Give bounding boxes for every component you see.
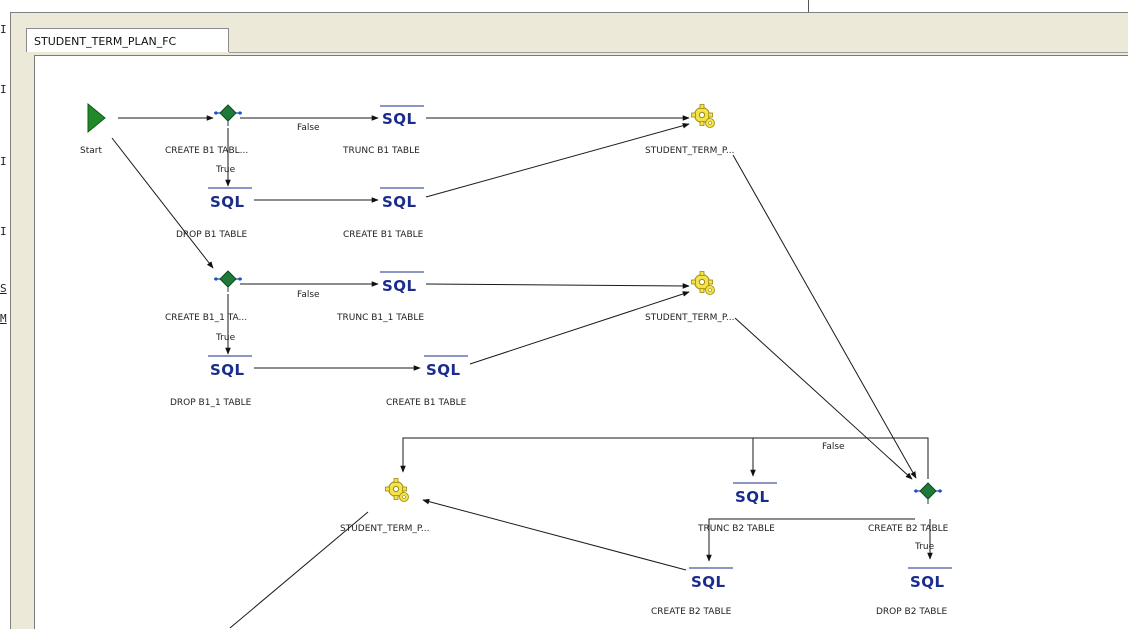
sql-node-trunc-b2[interactable]: SQL TRUNC B2 TABLE bbox=[697, 482, 777, 534]
sql-icon: SQL bbox=[382, 110, 417, 128]
node-label: TRUNC B1_1 TABLE bbox=[336, 313, 424, 323]
mapping-node-student-term-2[interactable]: STUDENT_TERM_P... bbox=[645, 271, 734, 324]
decision-diamond-icon bbox=[213, 270, 243, 293]
flow-edges bbox=[111, 115, 933, 628]
node-label: CREATE B1 TABL... bbox=[165, 146, 248, 156]
edge-label-true: True bbox=[215, 333, 236, 343]
edge-label-false: False bbox=[297, 123, 320, 133]
sql-icon: SQL bbox=[691, 573, 726, 591]
node-label: STUDENT_TERM_P... bbox=[645, 313, 734, 323]
left-panel-glyph: I bbox=[0, 156, 7, 168]
edge-label-false: False bbox=[297, 290, 320, 300]
node-label: STUDENT_TERM_P... bbox=[340, 524, 429, 534]
sql-icon: SQL bbox=[426, 361, 461, 379]
sql-node-drop-b1-1[interactable]: SQL DROP B1_1 TABLE bbox=[170, 355, 252, 408]
node-label: CREATE B1 TABLE bbox=[386, 398, 467, 408]
left-panel-link[interactable]: M bbox=[0, 313, 7, 325]
window-divider bbox=[808, 0, 809, 12]
node-label: Start bbox=[80, 146, 102, 156]
sql-node-create-b2[interactable]: SQL CREATE B2 TABLE bbox=[651, 567, 733, 617]
left-panel-glyph: I bbox=[0, 226, 7, 238]
node-label: TRUNC B2 TABLE bbox=[697, 524, 775, 534]
decision-node-create-b1-1[interactable]: CREATE B1_1 TA... bbox=[165, 270, 247, 323]
start-node[interactable]: Start bbox=[80, 102, 106, 156]
left-panel-glyph: I bbox=[0, 24, 7, 36]
node-label: STUDENT_TERM_P... bbox=[645, 146, 734, 156]
left-panel-link[interactable]: S bbox=[0, 283, 7, 295]
left-panel-glyph: I bbox=[0, 84, 7, 96]
left-panel-strip bbox=[0, 0, 10, 628]
sql-icon: SQL bbox=[382, 193, 417, 211]
diagram-canvas bbox=[34, 55, 1128, 629]
mapping-node-student-term-3[interactable]: STUDENT_TERM_P... bbox=[340, 478, 429, 535]
node-label: CREATE B2 TABLE bbox=[868, 524, 949, 534]
sql-node-create-b1[interactable]: SQL CREATE B1 TABLE bbox=[343, 187, 424, 240]
edge-label-false: False bbox=[822, 442, 845, 452]
gear-icon bbox=[385, 478, 409, 502]
sql-node-create-b1-second[interactable]: SQL CREATE B1 TABLE bbox=[386, 355, 468, 408]
node-label: CREATE B1 TABLE bbox=[343, 230, 424, 240]
gear-icon bbox=[691, 271, 715, 295]
edge-label-true: True bbox=[914, 542, 935, 552]
sql-node-drop-b1[interactable]: SQL DROP B1 TABLE bbox=[176, 187, 252, 240]
node-label: CREATE B2 TABLE bbox=[651, 607, 732, 617]
node-label: CREATE B1_1 TA... bbox=[165, 313, 247, 323]
node-label: DROP B1_1 TABLE bbox=[170, 398, 252, 408]
mapping-node-student-term-1[interactable]: STUDENT_TERM_P... bbox=[645, 104, 734, 157]
node-label: DROP B1 TABLE bbox=[176, 230, 247, 240]
decision-node-create-b1[interactable]: CREATE B1 TABL... bbox=[165, 104, 248, 156]
node-label: DROP B2 TABLE bbox=[876, 607, 947, 617]
node-label: TRUNC B1 TABLE bbox=[342, 146, 420, 156]
start-play-icon bbox=[87, 102, 106, 134]
tab-student-term-plan[interactable]: STUDENT_TERM_PLAN_FC bbox=[26, 28, 229, 52]
decision-diamond-icon bbox=[213, 104, 243, 127]
edge-label-true: True bbox=[215, 165, 236, 175]
sql-node-drop-b2[interactable]: SQL DROP B2 TABLE bbox=[876, 567, 952, 617]
tab-strip-line bbox=[229, 52, 1128, 53]
sql-icon: SQL bbox=[210, 361, 245, 379]
sql-icon: SQL bbox=[910, 573, 945, 591]
sql-node-trunc-b1-1[interactable]: SQL TRUNC B1_1 TABLE bbox=[336, 271, 424, 323]
decision-node-create-b2[interactable]: CREATE B2 TABLE bbox=[868, 482, 949, 534]
sql-icon: SQL bbox=[735, 488, 770, 506]
gear-icon bbox=[691, 104, 715, 128]
sql-icon: SQL bbox=[210, 193, 245, 211]
decision-diamond-icon bbox=[913, 482, 943, 505]
sql-node-trunc-b1[interactable]: SQL TRUNC B1 TABLE bbox=[342, 105, 424, 156]
sql-icon: SQL bbox=[382, 277, 417, 295]
